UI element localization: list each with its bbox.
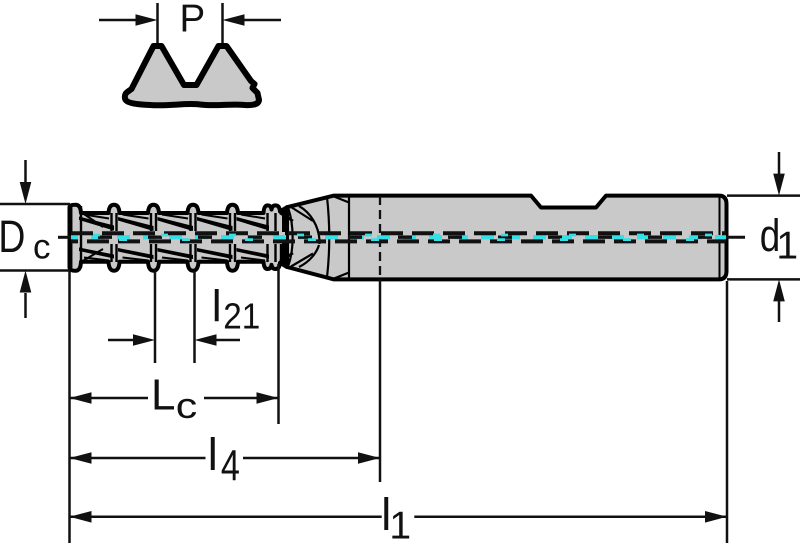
svg-text:l: l: [381, 489, 391, 540]
svg-text:P: P: [180, 0, 206, 41]
svg-text:c: c: [176, 385, 198, 426]
svg-text:l: l: [212, 283, 222, 332]
svg-text:1: 1: [776, 224, 798, 267]
svg-text:l: l: [208, 429, 218, 480]
svg-text:D: D: [0, 211, 25, 262]
svg-text:d: d: [760, 210, 781, 261]
svg-text:L: L: [151, 371, 176, 420]
svg-text:21: 21: [223, 296, 260, 337]
svg-text:4: 4: [221, 443, 240, 491]
svg-text:1: 1: [389, 505, 411, 548]
svg-text:c: c: [33, 228, 51, 267]
